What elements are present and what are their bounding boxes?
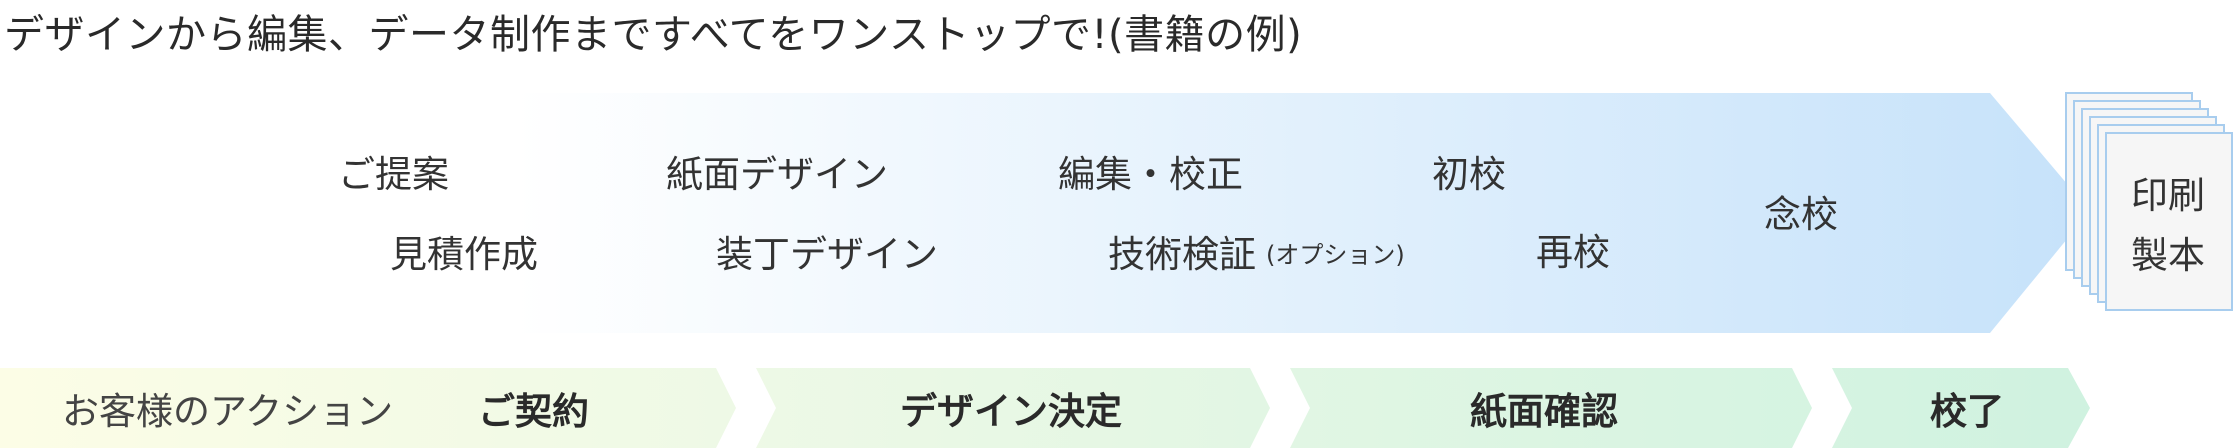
step-editing-proofing: 編集・校正 bbox=[1058, 153, 1243, 196]
action-segment-4 bbox=[1832, 368, 2090, 448]
step-technical-verification-label: 技術検証 bbox=[1108, 233, 1256, 276]
action-segment-2 bbox=[756, 368, 1270, 448]
print-binding-label: 印刷 製本 bbox=[2104, 166, 2232, 286]
step-second-proof: 再校 bbox=[1536, 231, 1610, 274]
action-design-decision: デザイン決定 bbox=[900, 390, 1122, 433]
document-stack-icon bbox=[2065, 92, 2233, 311]
customer-action-band bbox=[0, 368, 2090, 448]
process-arrow bbox=[300, 93, 2090, 333]
action-segment-1 bbox=[0, 368, 736, 448]
step-cover-design: 装丁デザイン bbox=[716, 233, 938, 276]
step-final-proof: 念校 bbox=[1764, 193, 1838, 236]
optional-note: (オプション) bbox=[1266, 241, 1405, 269]
step-proposal: ご提案 bbox=[338, 153, 449, 196]
print-label-line2: 製本 bbox=[2131, 234, 2205, 277]
step-technical-verification: 技術検証 (オプション) bbox=[1108, 236, 1405, 273]
print-label-line1: 印刷 bbox=[2131, 174, 2205, 217]
action-page-check: 紙面確認 bbox=[1470, 390, 1618, 433]
step-estimate: 見積作成 bbox=[390, 233, 538, 276]
customer-action-label: お客様のアクション bbox=[62, 390, 394, 433]
step-page-design: 紙面デザイン bbox=[666, 153, 888, 196]
action-contract: ご契約 bbox=[478, 390, 589, 433]
page-title: デザインから編集、データ制作まですべてをワンストップで!(書籍の例) bbox=[4, 12, 1303, 58]
action-segment-3 bbox=[1290, 368, 1812, 448]
step-first-proof: 初校 bbox=[1432, 153, 1506, 196]
action-final-approval: 校了 bbox=[1930, 390, 2004, 433]
